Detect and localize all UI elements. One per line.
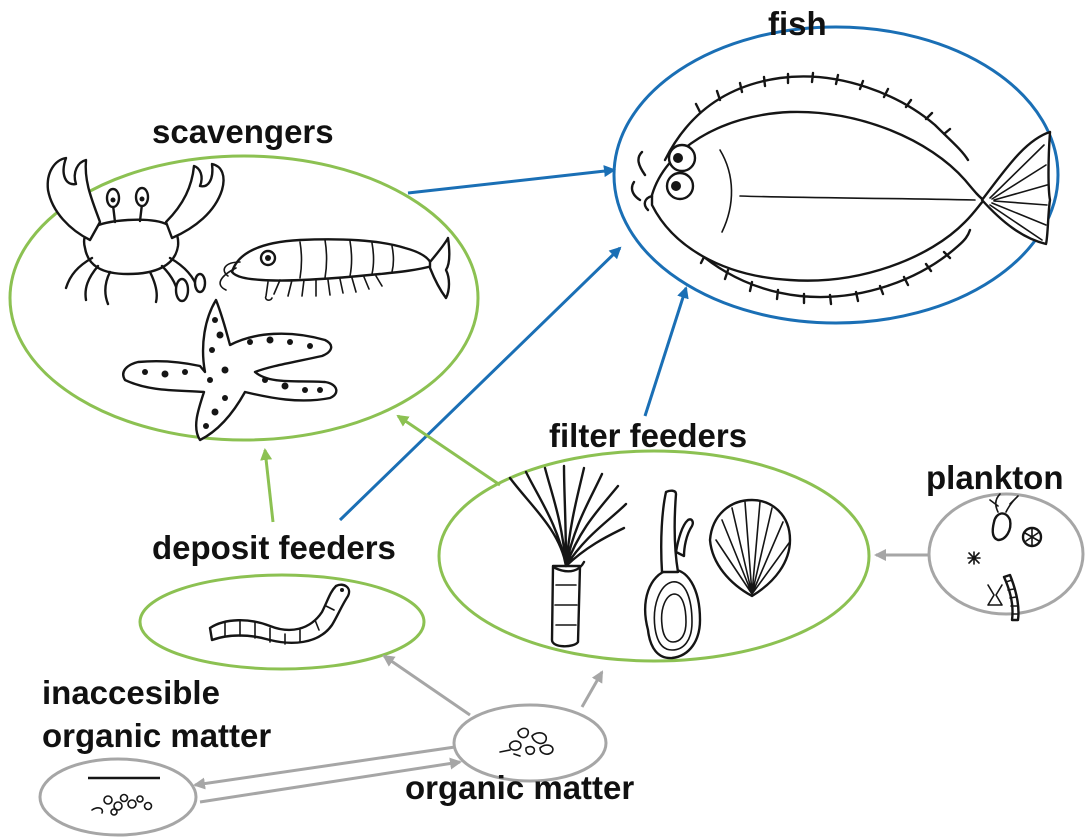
flatfish-icon [632, 73, 1050, 304]
arrow-scavengers-to-fish [408, 170, 614, 193]
scallop-icon [710, 500, 790, 596]
clam-icon [645, 491, 700, 658]
worm-icon [210, 585, 349, 644]
tube-worm-icon [510, 466, 626, 646]
arrow-organic-to-filter-feeders [582, 672, 602, 707]
scavengers-label: scavengers [152, 114, 334, 150]
arrow-deposit-feeders-to-fish [340, 248, 620, 520]
plankton-icon [968, 494, 1041, 620]
arrow-filter-feeders-to-fish [645, 288, 686, 416]
crab-icon [48, 158, 224, 304]
sediment-icon [88, 778, 160, 815]
starfish-icon [123, 300, 336, 440]
fish-label: fish [768, 6, 827, 42]
deposit-feeders-ellipse [140, 575, 424, 669]
inaccessible-label-line1: inaccesible [42, 675, 220, 711]
inaccessible-ellipse [40, 759, 196, 835]
inaccessible-label-line2: organic matter [42, 718, 271, 754]
organic-matter-label: organic matter [405, 770, 634, 806]
arrow-organic-to-deposit-feeders [384, 656, 470, 715]
plankton-label: plankton [926, 460, 1064, 496]
arrow-deposit-feeders-to-scavengers [265, 450, 273, 522]
filter-feeders-label: filter feeders [549, 418, 747, 454]
shrimp-icon [220, 238, 449, 300]
particles-icon [500, 728, 553, 756]
deposit-feeders-label: deposit feeders [152, 530, 396, 566]
